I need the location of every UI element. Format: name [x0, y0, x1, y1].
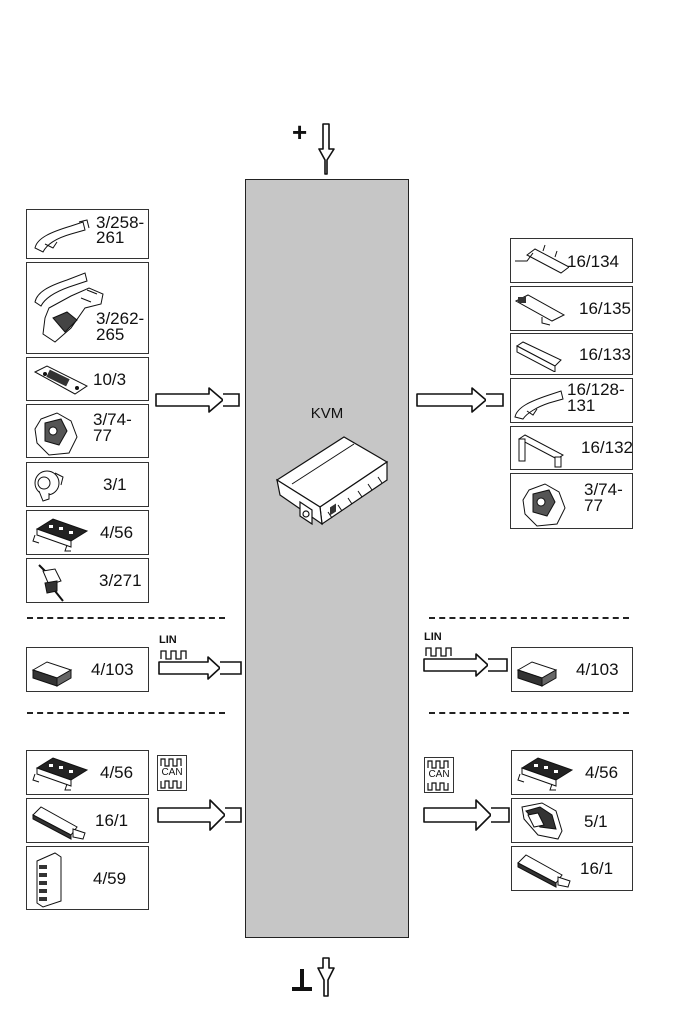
- component-4-56-left[interactable]: 4/56: [26, 510, 149, 555]
- ignition-switch-icon: [34, 470, 64, 502]
- bracket-antenna-icon: [518, 434, 564, 468]
- door-lock-actuator-icon: [34, 412, 78, 456]
- can-signal-icon: [427, 782, 449, 791]
- discrete-output-arrow-icon: [416, 387, 504, 413]
- fuse-box-icon: [36, 852, 62, 908]
- component-4-103-left[interactable]: 4/103: [26, 647, 149, 692]
- door-handle-lock-icon: [34, 272, 104, 343]
- switch-panel-icon: [33, 365, 88, 395]
- door-lock-actuator-icon: [522, 483, 566, 527]
- component-3-1[interactable]: 3/1: [26, 462, 149, 507]
- power-in-arrow-icon: [318, 123, 335, 175]
- can-signal-icon: [427, 760, 449, 769]
- can-badge-left: CAN: [157, 755, 187, 791]
- switch-icon: [38, 564, 64, 602]
- can-badge-right: CAN: [424, 757, 454, 793]
- component-16-132[interactable]: 16/132: [510, 426, 633, 470]
- can-output-arrow-icon: [423, 799, 510, 831]
- lin-module-icon: [516, 661, 558, 687]
- component-3-74-77-right[interactable]: 3/74- 77: [510, 473, 633, 529]
- component-10-3[interactable]: 10/3: [26, 357, 149, 401]
- kvm-ecu-icon: [275, 436, 389, 526]
- kvm-label: KVM: [310, 405, 344, 422]
- control-unit-icon: [32, 518, 89, 552]
- antenna-module-icon: [514, 294, 566, 326]
- can-signal-icon: [160, 780, 182, 789]
- ground-arrow-icon: [317, 957, 335, 997]
- kvm-module-box: [245, 179, 409, 938]
- separator-right-bottom: [429, 712, 629, 714]
- can-signal-icon: [160, 758, 182, 767]
- component-4-56-can-left[interactable]: 4/56: [26, 750, 149, 795]
- separator-right-top: [429, 617, 629, 619]
- lin-signal-icon: [160, 650, 187, 660]
- component-3-74-77-left[interactable]: 3/74- 77: [26, 404, 149, 458]
- component-16-135[interactable]: 16/135: [510, 286, 633, 331]
- lin-input-arrow-icon: [158, 656, 242, 680]
- can-input-arrow-icon: [157, 799, 242, 831]
- antenna-icon: [517, 854, 571, 888]
- component-4-59[interactable]: 4/59: [26, 846, 149, 910]
- bar-antenna-icon: [516, 341, 562, 372]
- component-16-1-can-left[interactable]: 16/1: [26, 798, 149, 843]
- component-3-262-265[interactable]: 3/262- 265: [26, 262, 149, 354]
- component-16-1-can-right[interactable]: 16/1: [511, 846, 633, 891]
- lin-module-icon: [31, 661, 73, 687]
- antenna-icon: [32, 806, 86, 840]
- ground-symbol-icon: [292, 969, 312, 991]
- component-4-56-can-right[interactable]: 4/56: [511, 750, 633, 795]
- lin-label-left: LIN: [159, 634, 177, 646]
- component-4-103-right[interactable]: 4/103: [511, 647, 633, 692]
- separator-left-bottom: [27, 712, 225, 714]
- component-3-258-261[interactable]: 3/258- 261: [26, 209, 149, 259]
- lin-output-arrow-icon: [423, 653, 508, 677]
- separator-left-top: [27, 617, 225, 619]
- component-16-133[interactable]: 16/133: [510, 333, 633, 375]
- control-unit-icon: [32, 757, 89, 791]
- component-3-271[interactable]: 3/271: [26, 558, 149, 603]
- control-unit-icon: [517, 757, 574, 791]
- door-handle-icon: [514, 390, 564, 420]
- door-handle-icon: [34, 219, 90, 253]
- supply-plus-symbol: +: [292, 117, 308, 147]
- antenna-bracket-icon: [515, 244, 569, 274]
- discrete-input-arrow-icon: [155, 387, 240, 413]
- lin-signal-icon: [425, 647, 452, 657]
- component-5-1[interactable]: 5/1: [511, 798, 633, 843]
- instrument-cluster-icon: [521, 802, 563, 840]
- component-16-128-131[interactable]: 16/128- 131: [510, 378, 633, 423]
- lin-label-right: LIN: [424, 631, 442, 643]
- component-16-134[interactable]: 16/134: [510, 238, 633, 283]
